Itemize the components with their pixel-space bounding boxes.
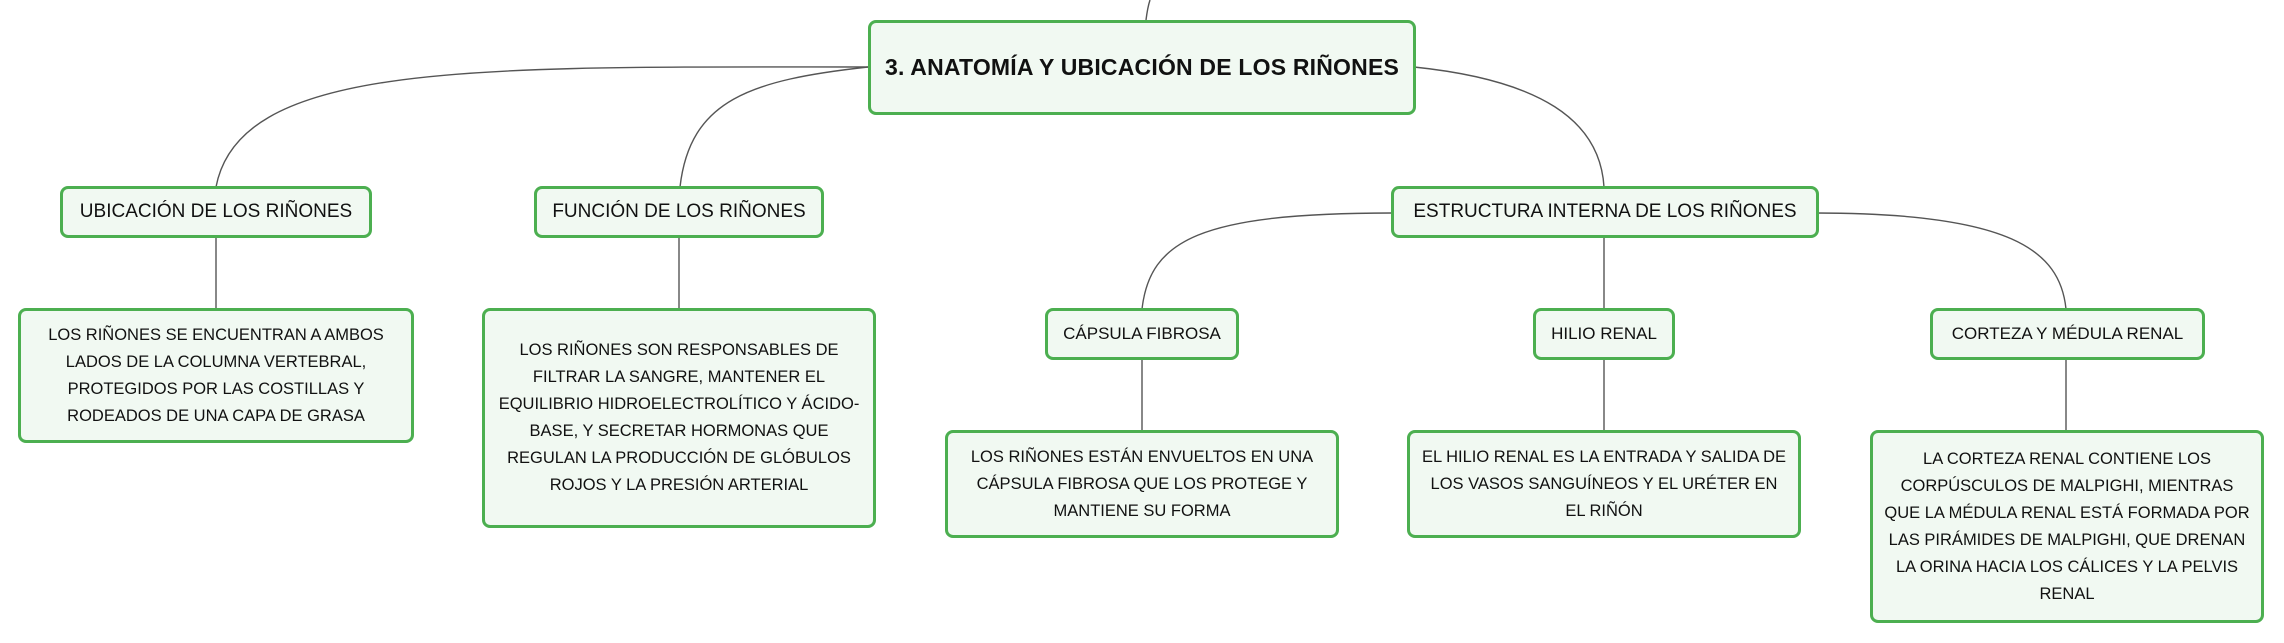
connector-root-funcion — [679, 66, 869, 188]
detail-ubicacion[interactable]: LOS RIÑONES SE ENCUENTRAN A AMBOS LADOS … — [18, 308, 414, 443]
connector-root-estructura — [1413, 66, 1605, 188]
detail-capsula-text: LOS RIÑONES ESTÁN ENVUELTOS EN UNA CÁPSU… — [970, 447, 1314, 520]
topic-ubicacion-label: UBICACIÓN DE LOS RIÑONES — [79, 201, 353, 222]
connector-estructura-capsula — [1141, 212, 1393, 310]
subtopic-corteza-label: CORTEZA Y MÉDULA RENAL — [1951, 324, 2184, 343]
detail-capsula[interactable]: LOS RIÑONES ESTÁN ENVUELTOS EN UNA CÁPSU… — [945, 430, 1339, 538]
detail-funcion-text: LOS RIÑONES SON RESPONSABLES DE FILTRAR … — [498, 341, 860, 494]
detail-ubicacion-text: LOS RIÑONES SE ENCUENTRAN A AMBOS LADOS … — [48, 325, 384, 425]
root-topic[interactable]: 3. ANATOMÍA Y UBICACIÓN DE LOS RIÑONES — [868, 20, 1416, 115]
topic-funcion[interactable]: FUNCIÓN DE LOS RIÑONES — [534, 186, 824, 238]
connector-root-ubicacion — [215, 66, 869, 188]
detail-hilio[interactable]: EL HILIO RENAL ES LA ENTRADA Y SALIDA DE… — [1407, 430, 1801, 538]
subtopic-hilio[interactable]: HILIO RENAL — [1533, 308, 1675, 360]
subtopic-capsula[interactable]: CÁPSULA FIBROSA — [1045, 308, 1239, 360]
topic-ubicacion[interactable]: UBICACIÓN DE LOS RIÑONES — [60, 186, 372, 238]
connector-root-parent — [1145, 0, 1151, 21]
detail-corteza-text: LA CORTEZA RENAL CONTIENE LOS CORPÚSCULO… — [1884, 449, 2250, 603]
topic-estructura[interactable]: ESTRUCTURA INTERNA DE LOS RIÑONES — [1391, 186, 1819, 238]
subtopic-corteza[interactable]: CORTEZA Y MÉDULA RENAL — [1930, 308, 2205, 360]
detail-corteza[interactable]: LA CORTEZA RENAL CONTIENE LOS CORPÚSCULO… — [1870, 430, 2264, 623]
root-topic-title: 3. ANATOMÍA Y UBICACIÓN DE LOS RIÑONES — [884, 54, 1400, 80]
connector-estructura-corteza — [1815, 212, 2067, 310]
subtopic-hilio-label: HILIO RENAL — [1551, 324, 1657, 343]
topic-estructura-label: ESTRUCTURA INTERNA DE LOS RIÑONES — [1413, 201, 1797, 222]
topic-funcion-label: FUNCIÓN DE LOS RIÑONES — [552, 201, 806, 222]
subtopic-capsula-label: CÁPSULA FIBROSA — [1063, 324, 1221, 343]
detail-funcion[interactable]: LOS RIÑONES SON RESPONSABLES DE FILTRAR … — [482, 308, 876, 528]
detail-hilio-text: EL HILIO RENAL ES LA ENTRADA Y SALIDA DE… — [1421, 447, 1787, 520]
